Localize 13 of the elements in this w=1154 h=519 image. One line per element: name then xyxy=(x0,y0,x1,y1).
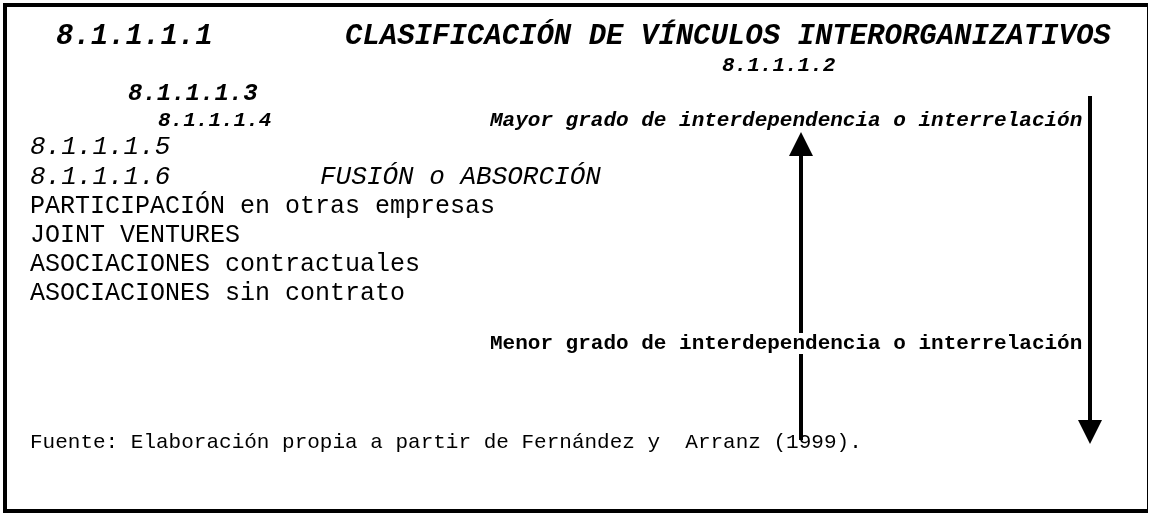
section-number: 8.1.1.1.5 xyxy=(30,134,171,160)
category-text: JOINT VENTURES xyxy=(30,223,241,248)
category-text: ASOCIACIONES sin contrato xyxy=(30,281,406,306)
section-number: 8.1.1.1.3 xyxy=(128,82,258,106)
source-note: Fuente: Elaboración propia a partir de Fernández y Arranz (1999). xyxy=(30,432,862,453)
category-text: FUSIÓN o ABSORCIÓN xyxy=(320,164,601,190)
section-number: 8.1.1.1.6 xyxy=(30,164,171,190)
scale-label: Menor grado de interdependencia o interrelación xyxy=(490,333,1083,354)
section-number: 8.1.1.1.4 xyxy=(158,110,272,131)
section-number: 8.1.1.1.1 xyxy=(56,22,213,51)
section-number: 8.1.1.1.2 xyxy=(722,55,836,76)
scale-label: Mayor grado de interdependencia o interrelación xyxy=(490,110,1083,131)
category-text: ASOCIACIONES contractuales xyxy=(30,252,421,277)
